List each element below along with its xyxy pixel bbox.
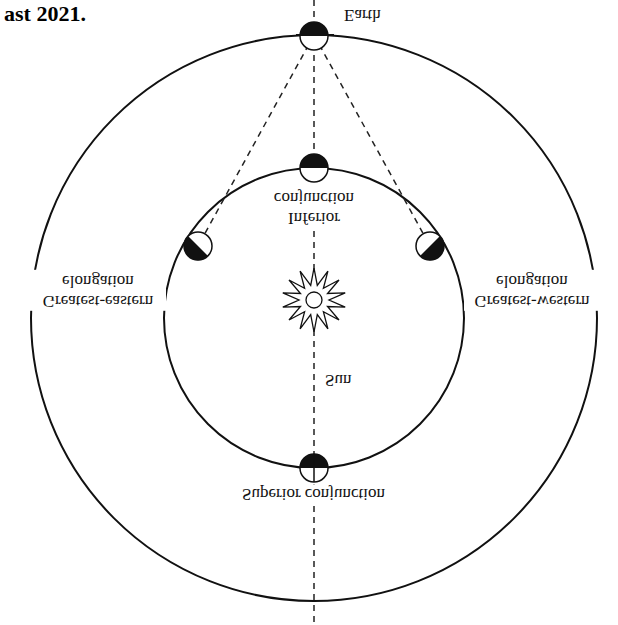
page-heading: ast 2021.	[4, 2, 86, 26]
sun-symbol	[283, 268, 345, 332]
planet-symbol	[300, 154, 328, 182]
planet-symbol	[300, 454, 328, 482]
planet-orbit	[164, 168, 464, 468]
position-label: Greatest-eastern elongation	[30, 270, 166, 311]
sun-label: Sun	[323, 370, 353, 390]
planet-label: Earth	[342, 5, 383, 25]
planet-symbol	[184, 232, 212, 260]
planet-symbol	[416, 232, 444, 260]
position-label: Superior conjunction	[240, 484, 387, 504]
position-label: Greatest-western elongation	[464, 270, 600, 311]
earth-orbit	[31, 35, 597, 601]
position-label: Inferior conjunction	[264, 187, 364, 228]
earth-symbol	[300, 22, 328, 50]
